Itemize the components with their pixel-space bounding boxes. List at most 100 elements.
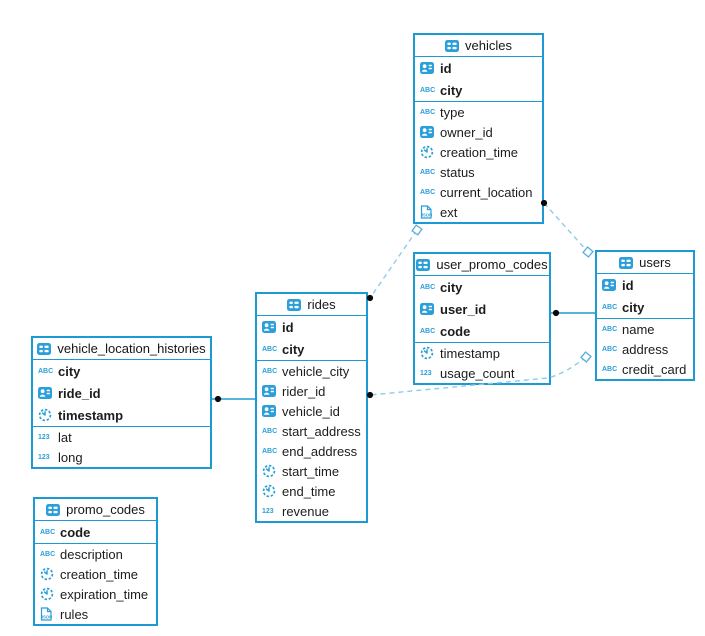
table-rides[interactable]: rides id ABC city ABC vehicle_city rider… <box>255 292 368 523</box>
field-name: creation_time <box>440 144 519 160</box>
field-row[interactable]: ABC code <box>415 320 549 342</box>
json-type-icon: JSON <box>40 607 60 621</box>
svg-text:JSON: JSON <box>421 212 432 217</box>
field-row[interactable]: start_time <box>257 461 366 481</box>
key-section: id ABC city <box>597 274 693 319</box>
field-row[interactable]: ABC start_address <box>257 421 366 441</box>
field-row[interactable]: ABC city <box>415 79 542 101</box>
field-name: expiration_time <box>60 586 149 602</box>
field-row[interactable]: ride_id <box>33 382 210 404</box>
field-name: current_location <box>440 184 533 200</box>
table-title: vehicles <box>465 38 512 53</box>
field-row[interactable]: timestamp <box>33 404 210 426</box>
field-row[interactable]: ABC city <box>597 296 693 318</box>
field-row[interactable]: JSON rules <box>35 604 156 624</box>
table-vehicle-location-histories-header[interactable]: vehicle_location_histories <box>33 338 210 360</box>
field-row[interactable]: rider_id <box>257 381 366 401</box>
field-row[interactable]: ABC credit_card <box>597 359 693 379</box>
table-rides-header[interactable]: rides <box>257 294 366 316</box>
uuid-icon <box>420 62 440 74</box>
column-section: 123 lat 123 long <box>33 427 210 467</box>
timestamp-icon <box>420 145 440 159</box>
field-row[interactable]: ABC name <box>597 319 693 339</box>
field-row[interactable]: ABC description <box>35 544 156 564</box>
text-type-icon: ABC <box>602 325 618 333</box>
field-name: rider_id <box>282 383 326 399</box>
field-row[interactable]: ABC city <box>33 360 210 382</box>
column-section: ABC description creation_time expiration… <box>35 544 156 624</box>
key-section: ABC city user_id ABC code <box>415 276 549 343</box>
column-section: ABC vehicle_city rider_id vehicle_id ABC… <box>257 361 366 521</box>
relationship-vehicles-rides[interactable] <box>369 229 418 299</box>
field-name: id <box>282 319 294 335</box>
field-name: city <box>282 341 305 357</box>
field-row[interactable]: expiration_time <box>35 584 156 604</box>
text-type-icon: ABC <box>420 86 436 94</box>
field-row[interactable]: ABC address <box>597 339 693 359</box>
text-type-icon: ABC <box>602 345 618 353</box>
field-row[interactable]: ABC city <box>415 276 549 298</box>
table-vehicles-header[interactable]: vehicles <box>415 35 542 57</box>
field-row[interactable]: ABC vehicle_city <box>257 361 366 381</box>
field-row[interactable]: 123 lat <box>33 427 210 447</box>
field-row[interactable]: user_id <box>415 298 549 320</box>
table-user-promo-codes[interactable]: user_promo_codes ABC city user_id ABC co… <box>413 252 551 385</box>
column-section: timestamp 123 usage_count <box>415 343 549 383</box>
table-promo-codes-header[interactable]: promo_codes <box>35 499 156 521</box>
field-row[interactable]: ABC end_address <box>257 441 366 461</box>
table-icon <box>287 298 302 311</box>
field-row[interactable]: creation_time <box>415 142 542 162</box>
field-name: id <box>622 277 634 293</box>
field-name: start_time <box>282 463 340 479</box>
text-type-icon: ABC <box>420 283 436 291</box>
field-row[interactable]: id <box>415 57 542 79</box>
field-row[interactable]: ABC status <box>415 162 542 182</box>
uuid-icon <box>262 405 282 417</box>
field-name: ext <box>440 204 458 220</box>
field-name: revenue <box>282 503 329 519</box>
field-name: city <box>440 279 463 295</box>
number-type-icon: 123 <box>420 369 432 377</box>
field-row[interactable]: id <box>257 316 366 338</box>
field-row[interactable]: ABC current_location <box>415 182 542 202</box>
field-name: owner_id <box>440 124 493 140</box>
field-name: long <box>58 449 83 465</box>
field-name: lat <box>58 429 72 445</box>
field-row[interactable]: 123 usage_count <box>415 363 549 383</box>
table-vehicles[interactable]: vehicles id ABC city ABC type owner_id <box>413 33 544 224</box>
field-row[interactable]: id <box>597 274 693 296</box>
field-row[interactable]: ABC city <box>257 338 366 360</box>
uuid-icon <box>262 385 282 397</box>
field-row[interactable]: owner_id <box>415 122 542 142</box>
field-name: status <box>440 164 475 180</box>
field-row[interactable]: ABC code <box>35 521 156 543</box>
uuid-icon <box>262 321 282 333</box>
field-name: rules <box>60 606 89 622</box>
field-name: user_id <box>440 301 487 317</box>
field-row[interactable]: 123 revenue <box>257 501 366 521</box>
field-row[interactable]: ABC type <box>415 102 542 122</box>
field-name: name <box>622 321 655 337</box>
table-vehicle-location-histories[interactable]: vehicle_location_histories ABC city ride… <box>31 336 212 469</box>
table-title: rides <box>307 297 336 312</box>
field-row[interactable]: creation_time <box>35 564 156 584</box>
table-users[interactable]: users id ABC city ABC name ABC address A… <box>595 250 695 381</box>
relationship-vehicles-users[interactable] <box>543 202 589 253</box>
field-name: credit_card <box>622 361 687 377</box>
field-row[interactable]: 123 long <box>33 447 210 467</box>
table-users-header[interactable]: users <box>597 252 693 274</box>
field-name: timestamp <box>58 407 124 423</box>
field-row[interactable]: JSON ext <box>415 202 542 222</box>
field-row[interactable]: end_time <box>257 481 366 501</box>
table-icon <box>619 256 634 269</box>
field-name: city <box>440 82 463 98</box>
field-row[interactable]: timestamp <box>415 343 549 363</box>
field-row[interactable]: vehicle_id <box>257 401 366 421</box>
table-user-promo-codes-header[interactable]: user_promo_codes <box>415 254 549 276</box>
field-name: ride_id <box>58 385 101 401</box>
table-promo-codes[interactable]: promo_codes ABC code ABC description cre… <box>33 497 158 626</box>
number-type-icon: 123 <box>262 507 274 515</box>
timestamp-icon <box>262 484 282 498</box>
field-name: city <box>622 299 645 315</box>
